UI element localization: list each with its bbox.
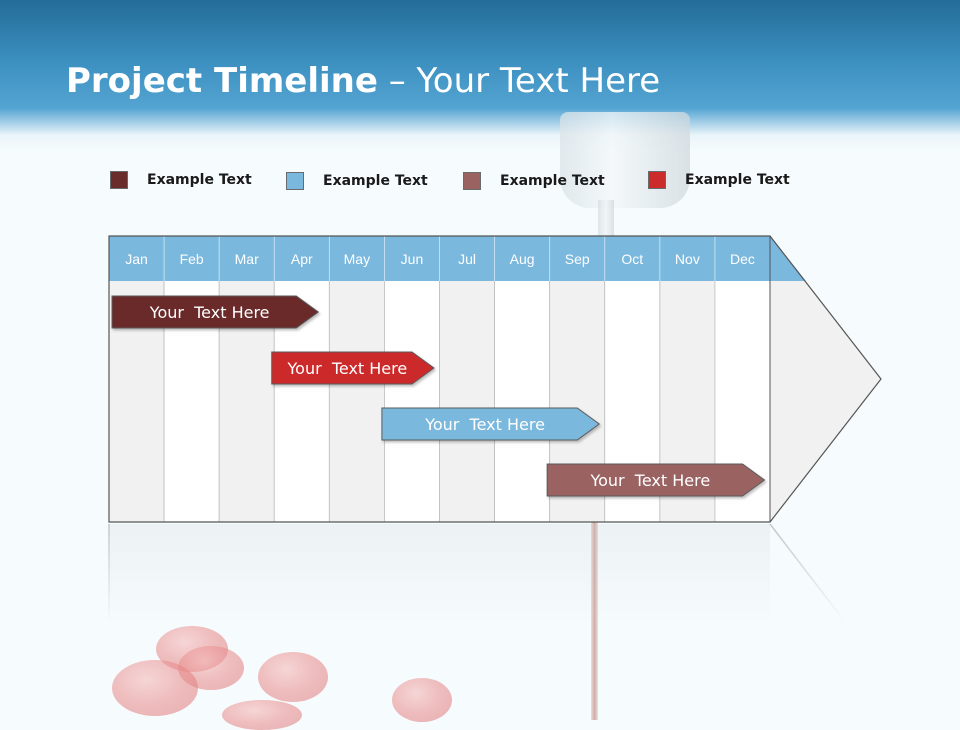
month-label-jul: Jul [458,251,476,267]
month-column [163,235,220,523]
month-label-may: May [344,251,370,267]
month-header-row: Jan Feb Mar Apr May Jun Jul Aug Sep Oct Nov Dec [108,236,806,281]
month-column [108,235,165,523]
legend-swatch-1 [110,171,128,189]
task-bar-2: Your Text Here [271,351,435,385]
month-label-jan: Jan [125,251,148,267]
task-arrow-shape [381,407,601,441]
task-label: Your Text Here [149,303,270,322]
timeline-arrow-outline [108,235,882,523]
reflection-fill [109,524,770,624]
month-label-nov: Nov [675,251,700,267]
month-label-mar: Mar [235,251,259,267]
legend-swatch-2 [286,172,304,190]
month-label-jun: Jun [401,251,424,267]
task-bar-4: Your Text Here [546,463,766,497]
month-label-apr: Apr [291,251,313,267]
task-label: Your Text Here [589,471,710,490]
task-bar-1: Your Text Here [111,295,320,329]
legend-label-3: Example Text [500,173,605,189]
slide-title-bold: Project Timeline [66,61,378,101]
header-band [109,236,806,281]
task-label: Your Text Here [424,415,545,434]
timeline-reflection [108,523,846,624]
title-banner [0,0,960,150]
legend-label-4: Example Text [685,172,790,188]
month-label-feb: Feb [180,251,204,267]
task-arrow-shape [546,463,766,497]
task-label: Your Text Here [287,359,408,378]
legend-swatch-4 [648,171,666,189]
arrow-border [108,235,882,523]
task-arrow-shape [271,351,435,385]
month-column [218,235,275,523]
month-label-aug: Aug [510,251,535,267]
task-arrow-shape [111,295,320,329]
task-bar-3: Your Text Here [381,407,601,441]
legend-label-2: Example Text [323,173,428,189]
month-label-oct: Oct [621,251,643,267]
month-label-sep: Sep [565,251,590,267]
month-label-dec: Dec [730,251,755,267]
arrow-tip [770,236,881,522]
legend-label-1: Example Text [147,172,252,188]
slide-title-rest: – Your Text Here [377,61,661,101]
slide-title: Project Timeline – Your Text Here [66,60,660,102]
legend-swatch-3 [463,172,481,190]
